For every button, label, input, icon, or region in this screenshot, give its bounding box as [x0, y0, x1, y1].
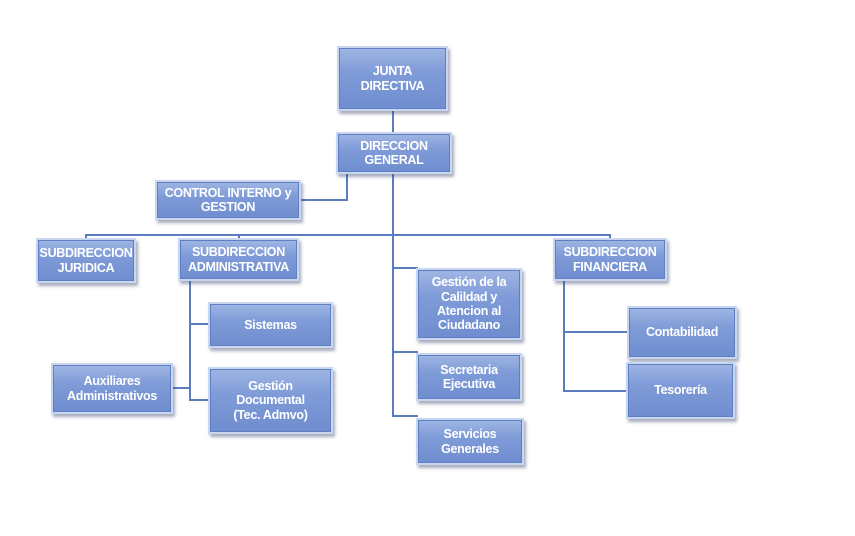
node-subdireccion-financiera: SUBDIRECCION FINANCIERA: [553, 238, 667, 281]
node-subdireccion-juridica: SUBDIRECCION JURIDICA: [36, 238, 136, 283]
node-junta-directiva-label: JUNTA DIRECTIVA: [360, 64, 425, 93]
node-direccion-general: DIRECCION GENERAL: [336, 132, 452, 174]
connector-admin-vertical: [189, 280, 191, 400]
connector-main-trunk: [392, 172, 394, 417]
node-subdireccion-administrativa: SUBDIRECCION ADMINISTRATIVA: [178, 238, 299, 281]
node-gestion-documental: Gestión Documental (Tec. Admvo): [208, 367, 333, 434]
node-tesoreria-label: Tesorería: [654, 383, 707, 398]
node-secretaria-ejecutiva-label: Secretaria Ejecutiva: [440, 362, 498, 391]
connector-control-vertical: [346, 174, 348, 200]
connector-gestion-documental: [189, 399, 210, 401]
node-servicios-generales-label: Servicios Generales: [441, 427, 499, 456]
node-auxiliares-administrativos: Auxiliares Administrativos: [51, 363, 173, 414]
node-sistemas-label: Sistemas: [244, 317, 297, 332]
node-contabilidad: Contabilidad: [627, 306, 737, 359]
connector-junta-direccion: [392, 110, 394, 134]
connector-contabilidad: [563, 331, 629, 333]
connector-tesoreria: [563, 390, 629, 392]
node-subdireccion-financiera-label: SUBDIRECCION FINANCIERA: [563, 245, 657, 274]
connector-financiera-vertical: [563, 280, 565, 392]
connector-calidad: [392, 267, 418, 269]
node-tesoreria: Tesorería: [626, 362, 735, 419]
node-servicios-generales: Servicios Generales: [416, 418, 524, 465]
connector-juridica: [85, 234, 87, 240]
connector-auxiliares: [172, 387, 191, 389]
node-contabilidad-label: Contabilidad: [645, 325, 719, 340]
connector-secretaria: [392, 351, 418, 353]
connector-control-horizontal: [300, 199, 348, 201]
node-sistemas: Sistemas: [208, 302, 333, 348]
connector-administrativa: [238, 234, 240, 240]
node-control-interno: CONTROL INTERNO y GESTION: [155, 180, 301, 220]
node-control-interno-label: CONTROL INTERNO y GESTION: [164, 185, 292, 214]
node-junta-directiva: JUNTA DIRECTIVA: [337, 46, 448, 111]
node-subdireccion-administrativa-label: SUBDIRECCION ADMINISTRATIVA: [188, 245, 289, 274]
connector-servicios: [392, 415, 418, 417]
node-secretaria-ejecutiva: Secretaria Ejecutiva: [416, 353, 522, 401]
node-gestion-calidad-label: Gestión de la Calildad y Atencion al Ciu…: [431, 275, 507, 333]
node-gestion-calidad: Gestión de la Calildad y Atencion al Ciu…: [416, 268, 522, 340]
connector-subdirecciones-bus: [85, 234, 611, 236]
connector-sistemas: [189, 323, 210, 325]
node-subdireccion-juridica-label: SUBDIRECCION JURIDICA: [39, 246, 133, 275]
connector-financiera: [609, 234, 611, 240]
node-auxiliares-administrativos-label: Auxiliares Administrativos: [67, 374, 157, 403]
node-gestion-documental-label: Gestión Documental (Tec. Admvo): [233, 378, 308, 422]
node-direccion-general-label: DIRECCION GENERAL: [360, 138, 428, 167]
